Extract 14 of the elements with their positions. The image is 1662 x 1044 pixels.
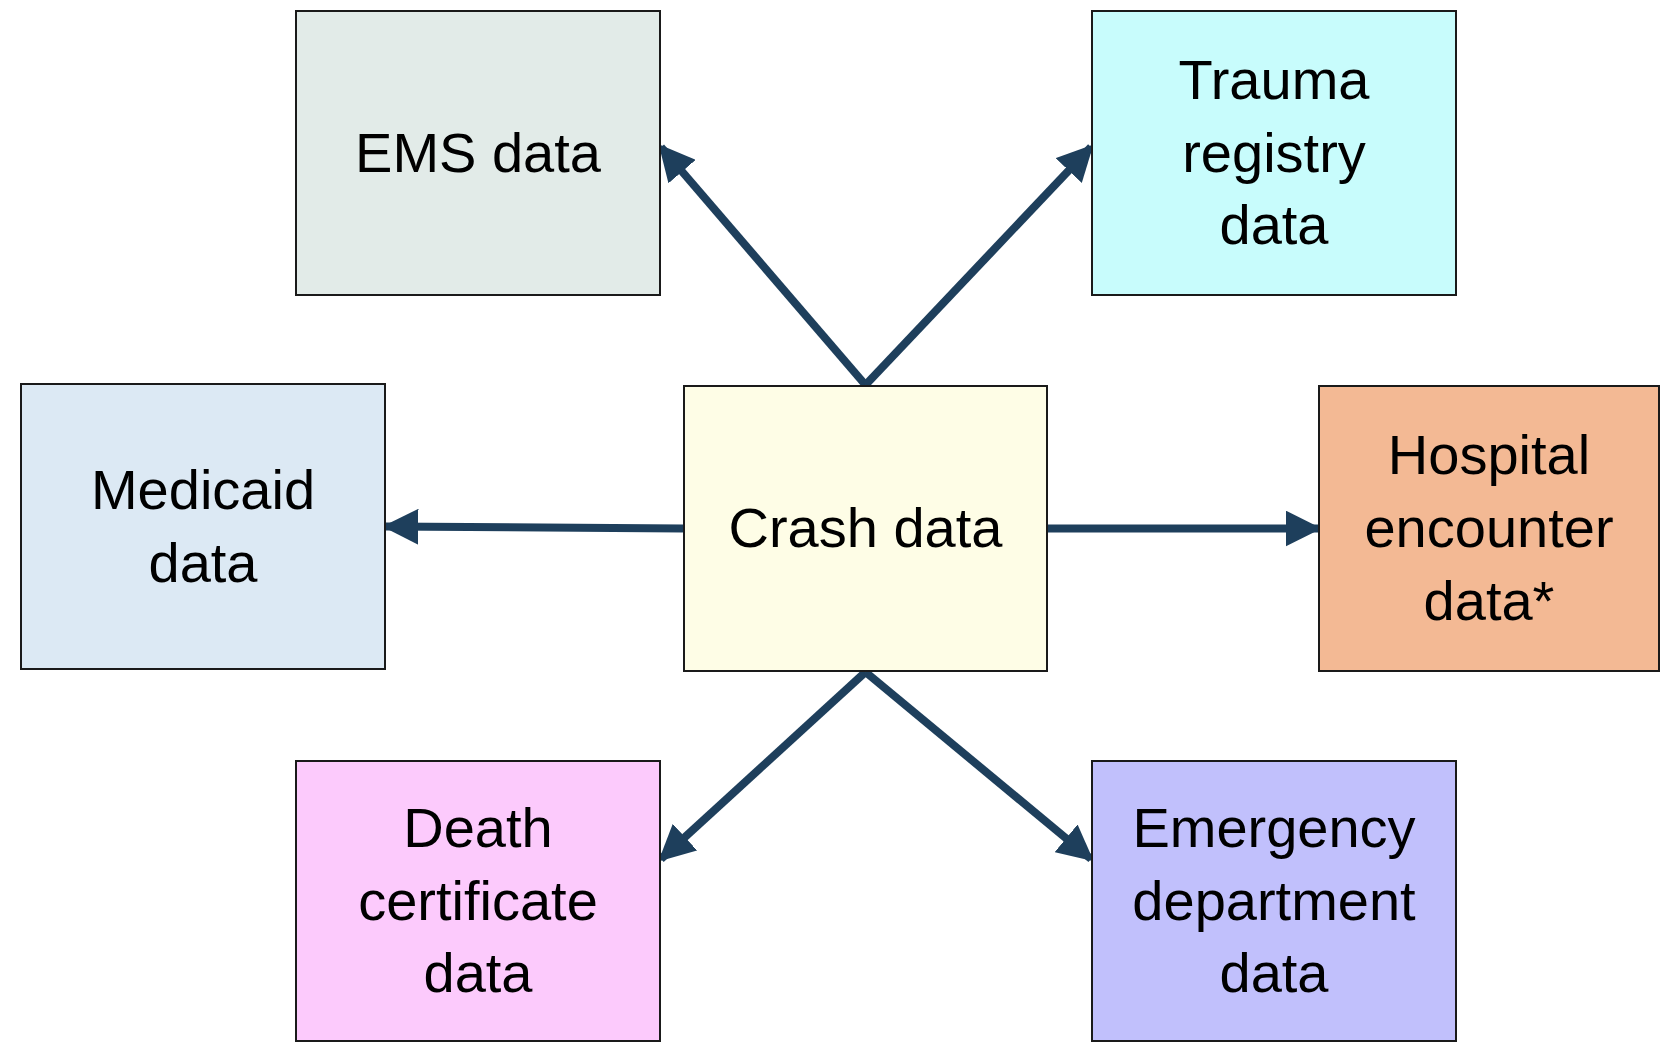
box-label: Death certificate data (357, 794, 599, 1007)
data-box (683, 385, 1048, 672)
data-box (295, 760, 661, 1042)
box-label: Hospital encounter data* (1363, 422, 1615, 634)
data-box (295, 10, 661, 296)
box-label: Trauma registry data (1177, 46, 1371, 259)
box-label: Medicaid data (89, 456, 317, 596)
data-box (1091, 760, 1457, 1042)
box-label: EMS data (355, 119, 601, 186)
data-box (20, 383, 386, 670)
data-box (1318, 385, 1660, 672)
data-box (1091, 10, 1457, 296)
box-label: Crash data (728, 495, 1003, 562)
box-label: Emergency department data (1131, 794, 1417, 1007)
